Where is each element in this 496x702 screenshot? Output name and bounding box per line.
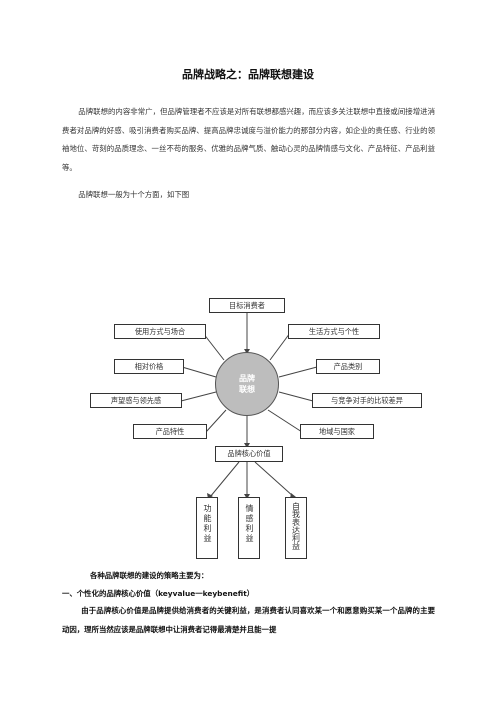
functional-benefit-label: 功能利益 <box>203 504 212 544</box>
section1-text: 由于品牌核心价值是品牌提供给消费者的关键利益，是消费者认同喜欢某一个和愿意购买某… <box>62 606 435 634</box>
center-label-2: 联想 <box>239 385 255 394</box>
emotional-benefit-label: 情感利益 <box>245 504 254 544</box>
node-emotional-benefit: 情感利益 <box>238 497 260 559</box>
node-core-value: 品牌核心价值 <box>215 446 283 462</box>
strategy-heading: 各种品牌联想的建设的策略主要为： <box>90 571 209 580</box>
self-expression-benefit-label: 自我表达利益 <box>291 502 301 550</box>
node-competitor-difference: 与竞争对手的比较差异 <box>312 393 422 408</box>
node-relative-price: 相对价格 <box>114 359 184 374</box>
section1-heading: 一、个性化的品牌核心价值（keyvalue一keybenefit） <box>62 589 255 598</box>
intro-paragraph: 品牌联想的内容非常广，但品牌管理者不应该是对所有联想都感兴趣，而应该多关注联想中… <box>62 107 435 172</box>
node-self-expression-benefit: 自我表达利益 <box>285 497 307 559</box>
node-region-country: 地域与国家 <box>300 424 374 439</box>
node-prestige-leadership: 声望感与领先感 <box>90 393 182 408</box>
node-lifestyle-personality: 生活方式与个性 <box>288 324 380 339</box>
node-product-features: 产品特性 <box>133 424 207 439</box>
page-title: 品牌战略之：品牌联想建设 <box>182 68 314 81</box>
center-label-1: 品牌 <box>239 374 255 383</box>
node-usage-occasion: 使用方式与场合 <box>114 324 206 339</box>
node-functional-benefit: 功能利益 <box>196 497 218 559</box>
node-product-category: 产品类别 <box>316 359 380 374</box>
node-brand-association: 品牌 联想 <box>215 352 279 416</box>
node-target-consumer: 目标消费者 <box>209 298 285 313</box>
diagram-intro-paragraph: 品牌联想一般为十个方面，如下图 <box>78 190 190 199</box>
